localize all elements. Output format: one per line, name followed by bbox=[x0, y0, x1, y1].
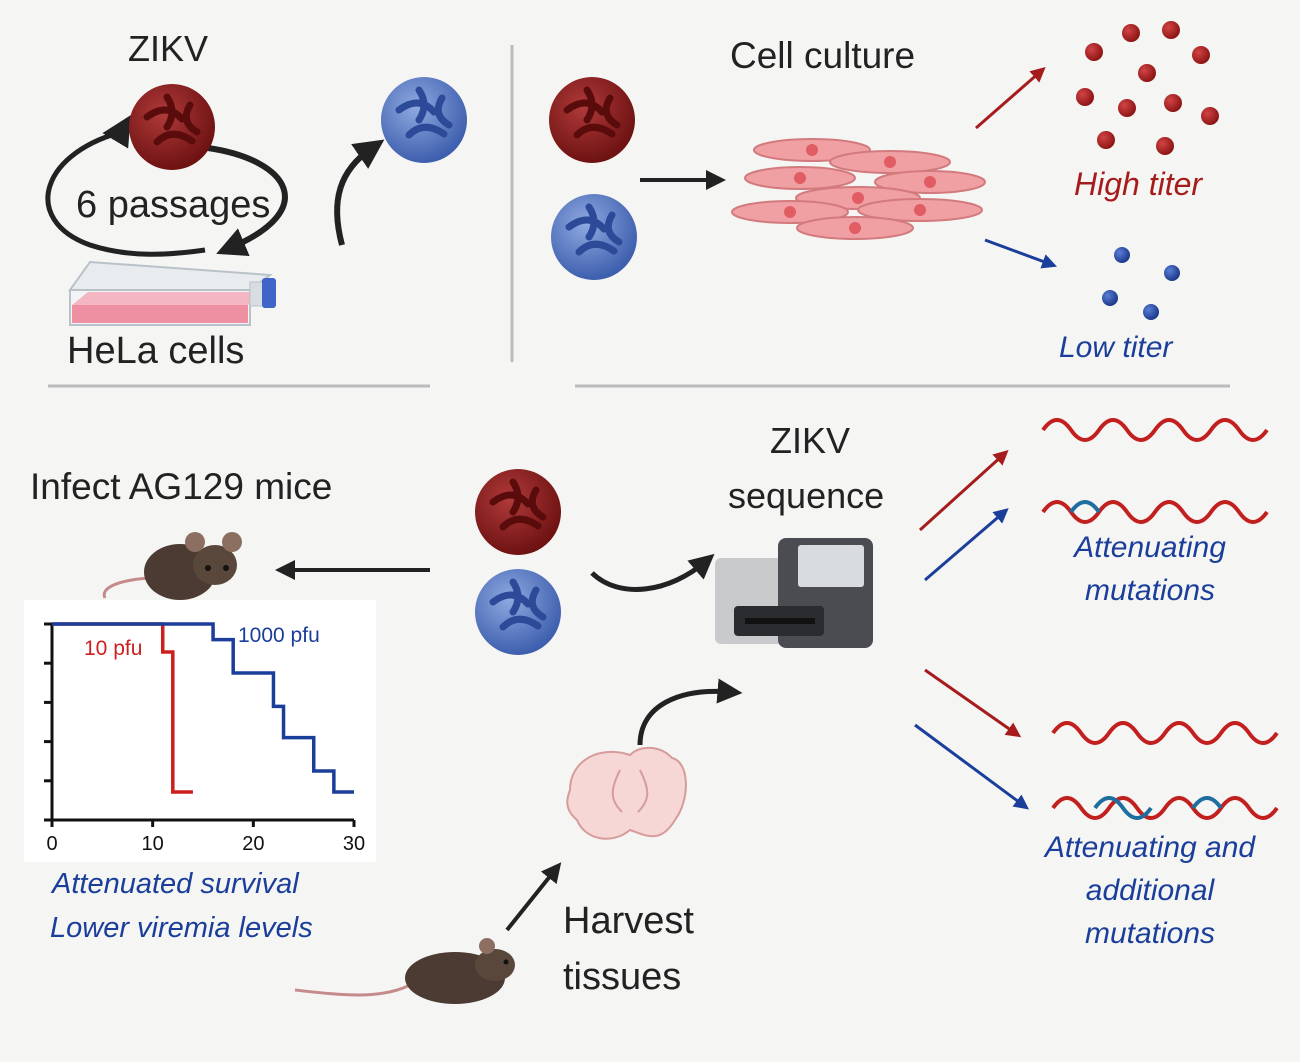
survival-chart: 0 10 20 30 10 pfu 1000 pfu bbox=[24, 600, 376, 862]
x-tick-label: 30 bbox=[343, 833, 365, 855]
label-attn-add-2: additional bbox=[1085, 874, 1215, 907]
sequencer-icon bbox=[715, 538, 873, 648]
survival-chart-svg: 0 10 20 30 10 pfu 1000 pfu bbox=[44, 622, 365, 855]
rna-wild-top bbox=[1041, 418, 1269, 442]
x-tick-label: 20 bbox=[242, 833, 264, 855]
low-titer-particles bbox=[1102, 247, 1180, 320]
label-zikv-top: ZIKV bbox=[128, 28, 209, 69]
zikv-wild-virus-bottom bbox=[475, 469, 561, 555]
label-cell-culture: Cell culture bbox=[730, 35, 916, 76]
cell-culture-icon bbox=[731, 138, 986, 240]
zikv-wild-virus-top bbox=[129, 84, 215, 170]
arrow-seq-wild-tissue bbox=[924, 668, 1022, 738]
label-survival-2: Lower viremia levels bbox=[50, 912, 313, 944]
zikv-passaged-virus-culture bbox=[551, 194, 637, 280]
mouse-top-icon bbox=[102, 532, 242, 600]
brain-tissue-icon bbox=[566, 746, 687, 840]
label-attn-add-3: mutations bbox=[1084, 917, 1216, 950]
label-harvest-2: tissues bbox=[563, 956, 682, 998]
label-high-titer: High titer bbox=[1074, 166, 1203, 202]
label-attenuating-1: Attenuating bbox=[1074, 531, 1226, 564]
label-infect-mice: Infect AG129 mice bbox=[30, 466, 333, 507]
rna-attenuated-top bbox=[1041, 500, 1269, 524]
label-low-titer: Low titer bbox=[1059, 331, 1173, 364]
series-label-2: 1000 pfu bbox=[238, 624, 320, 647]
x-tick-label: 0 bbox=[46, 833, 57, 855]
label-passages: 6 passages bbox=[76, 184, 271, 226]
label-attenuating-additional: Attenuating and additional mutations bbox=[1030, 826, 1270, 955]
rna-attenuated-top-mut bbox=[1069, 500, 1101, 514]
label-harvest-1: Harvest bbox=[563, 900, 694, 942]
arrow-high-titer bbox=[975, 67, 1046, 130]
rna-additional-mut1 bbox=[1093, 796, 1153, 820]
arrow-virus-to-sequencer bbox=[590, 553, 715, 592]
label-zikv-seq-2: sequence bbox=[728, 475, 885, 516]
mouse-bottom-icon bbox=[294, 938, 515, 1004]
zikv-passaged-virus-bottom bbox=[475, 569, 561, 655]
series-line-2 bbox=[52, 622, 354, 794]
arrow-mouse-to-tissue bbox=[505, 862, 562, 932]
zikv-wild-virus-culture bbox=[549, 77, 635, 163]
arrow-seq-passaged bbox=[924, 508, 1009, 582]
passage-cycle-arrows bbox=[45, 115, 385, 257]
zikv-passaged-virus-top bbox=[381, 77, 467, 163]
arrow-seq-passaged-tissue bbox=[914, 723, 1030, 810]
rna-wild-bottom bbox=[1051, 721, 1279, 745]
high-titer-particles bbox=[1076, 21, 1219, 155]
label-attenuating-mutations: Attenuating mutations bbox=[1040, 526, 1260, 612]
label-zikv-seq-1: ZIKV bbox=[770, 420, 851, 461]
label-attenuating-2: mutations bbox=[1084, 574, 1216, 607]
arrow-seq-wild bbox=[918, 449, 1009, 532]
series-label-1: 10 pfu bbox=[84, 637, 142, 660]
rna-additional-mut2 bbox=[1191, 796, 1223, 810]
rna-additional-bottom bbox=[1051, 796, 1279, 820]
arrow-low-titer bbox=[984, 238, 1058, 269]
arrow-tissue-to-sequencer bbox=[637, 678, 743, 746]
label-hela: HeLa cells bbox=[67, 330, 245, 372]
x-tick-label: 10 bbox=[142, 833, 164, 855]
hela-flask-icon bbox=[68, 260, 276, 326]
label-survival-1: Attenuated survival bbox=[52, 868, 299, 900]
label-attn-add-1: Attenuating and bbox=[1044, 831, 1256, 864]
